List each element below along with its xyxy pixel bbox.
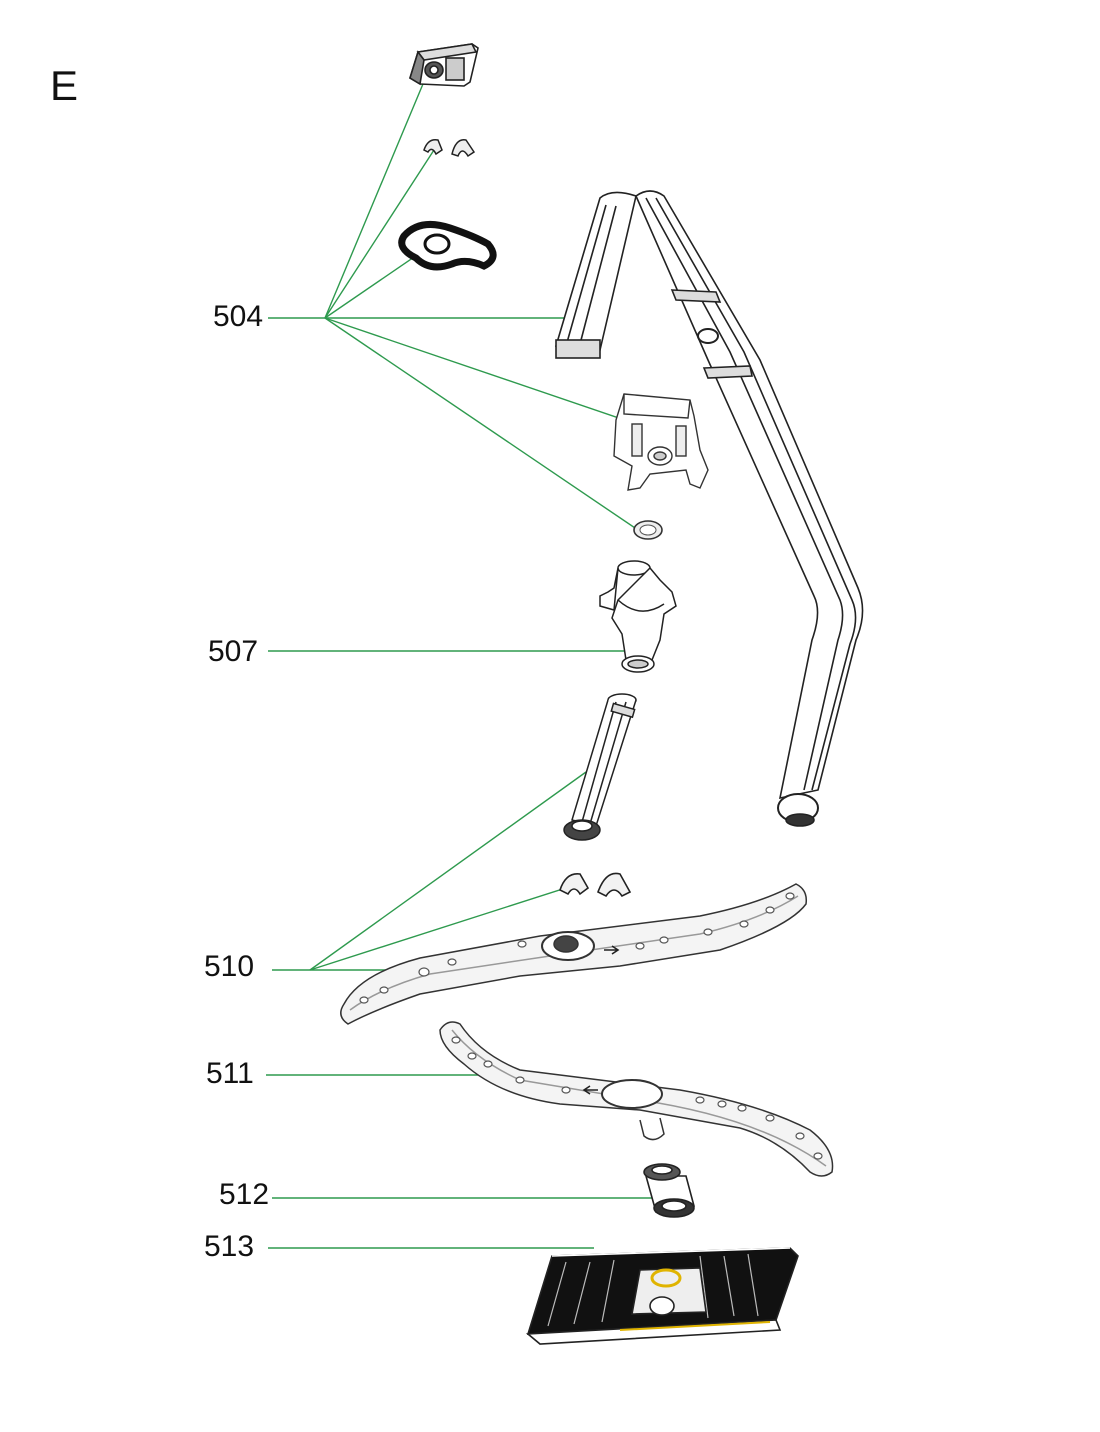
spray-arm-icon <box>340 883 808 1025</box>
clip-pair-icon <box>423 138 476 158</box>
leader-504-ring <box>324 317 639 531</box>
leader-510-tube <box>309 771 587 971</box>
hub-icon <box>599 560 677 673</box>
o-ring-icon <box>633 520 663 540</box>
tube-icon <box>563 693 637 841</box>
spray-arm-lower-icon <box>439 1021 834 1177</box>
part-number-512: 512 <box>219 1178 270 1211</box>
leader-504-clips <box>324 149 435 319</box>
gasket-icon <box>398 220 497 271</box>
leader-504-top-clip <box>324 71 429 319</box>
leader-lines <box>266 71 664 1249</box>
supply-pipe-icon <box>554 190 864 827</box>
part-number-507: 507 <box>208 635 259 668</box>
leader-504-bracket <box>324 317 661 433</box>
bearing-icon <box>643 1163 696 1218</box>
part-number-511: 511 <box>206 1057 254 1090</box>
connector-block-icon <box>409 43 479 87</box>
part-number-510: 510 <box>204 950 255 983</box>
part-number-513: 513 <box>204 1230 255 1263</box>
part-number-504: 504 <box>213 300 264 333</box>
sump-cover-icon <box>525 1247 799 1345</box>
leader-504-gasket <box>324 252 421 319</box>
leader-510-clips <box>309 885 573 971</box>
clip-pair-lower-icon <box>559 872 632 898</box>
section-letter: E <box>50 62 79 109</box>
mounting-bracket-icon <box>613 393 709 491</box>
